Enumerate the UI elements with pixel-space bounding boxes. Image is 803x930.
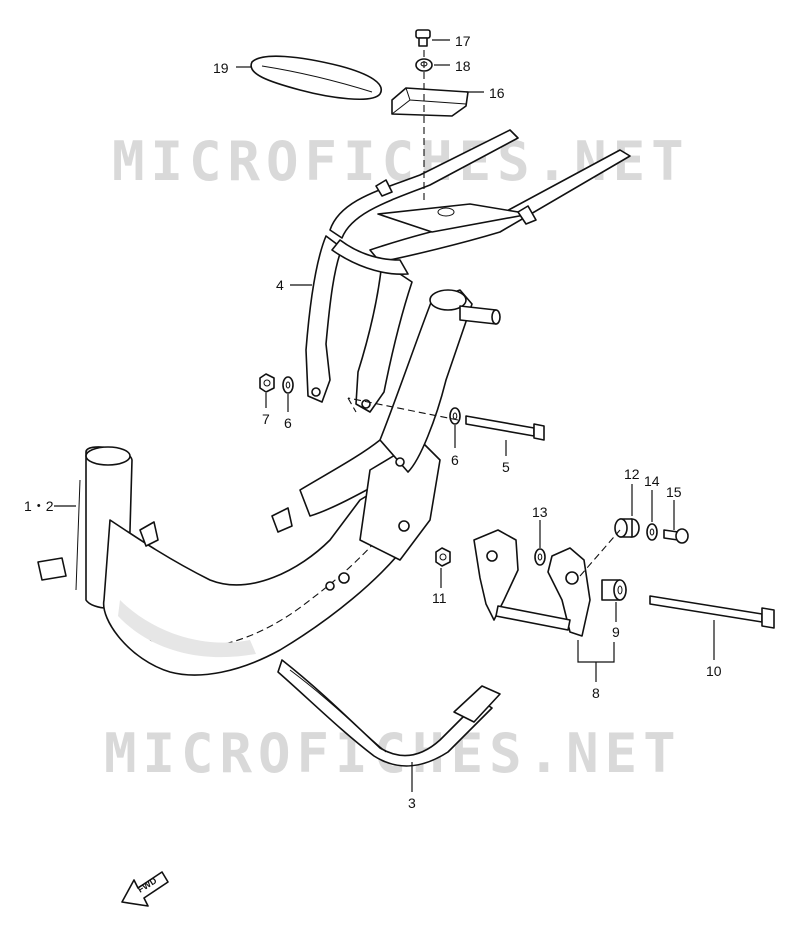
part-16-bracket	[391, 87, 469, 117]
part-13-washer	[534, 548, 546, 566]
callout-16: 16	[489, 85, 505, 101]
fwd-arrow-icon: FWD	[121, 871, 169, 907]
callout-3: 3	[408, 795, 416, 811]
part-7-nut	[259, 373, 275, 393]
callout-13: 13	[532, 504, 548, 520]
callout-1-2: 1・2	[24, 498, 54, 514]
callout-5: 5	[502, 459, 510, 475]
callout-12: 12	[624, 466, 640, 482]
callout-8: 8	[592, 685, 600, 701]
callout-7: 7	[262, 411, 270, 427]
part-1-2-main-frame	[37, 289, 501, 676]
part-6-washer-b	[449, 407, 461, 425]
callout-9: 9	[612, 624, 620, 640]
callout-17: 17	[455, 33, 471, 49]
part-19-pad	[250, 55, 383, 101]
part-17-bolt	[415, 29, 431, 47]
part-15-screw	[663, 528, 689, 544]
part-9-bush	[601, 579, 627, 601]
callout-4: 4	[276, 277, 284, 293]
part-6-washer-a	[282, 376, 294, 394]
part-4-rear-frame	[305, 129, 631, 413]
leader-lines	[54, 39, 715, 792]
part-8-stand	[473, 529, 591, 637]
callout-19: 19	[213, 60, 229, 76]
part-12-collar	[614, 518, 640, 538]
callout-15: 15	[666, 484, 682, 500]
part-10-bolt	[649, 595, 775, 629]
part-14-washer	[646, 523, 658, 541]
part-3-band	[277, 659, 501, 767]
part-5-bolt	[465, 415, 545, 441]
callout-6-lower: 6	[451, 452, 459, 468]
callout-10: 10	[706, 663, 722, 679]
assembly-lines	[347, 50, 621, 577]
callout-11: 11	[432, 590, 447, 606]
callout-14: 14	[644, 473, 660, 489]
callout-labels: 17 18 19 16 4 7 6 6 5 12 14 15 13 1・2 11…	[24, 33, 722, 811]
part-11-nut	[435, 547, 451, 567]
callout-18: 18	[455, 58, 471, 74]
callout-6-upper: 6	[284, 415, 292, 431]
